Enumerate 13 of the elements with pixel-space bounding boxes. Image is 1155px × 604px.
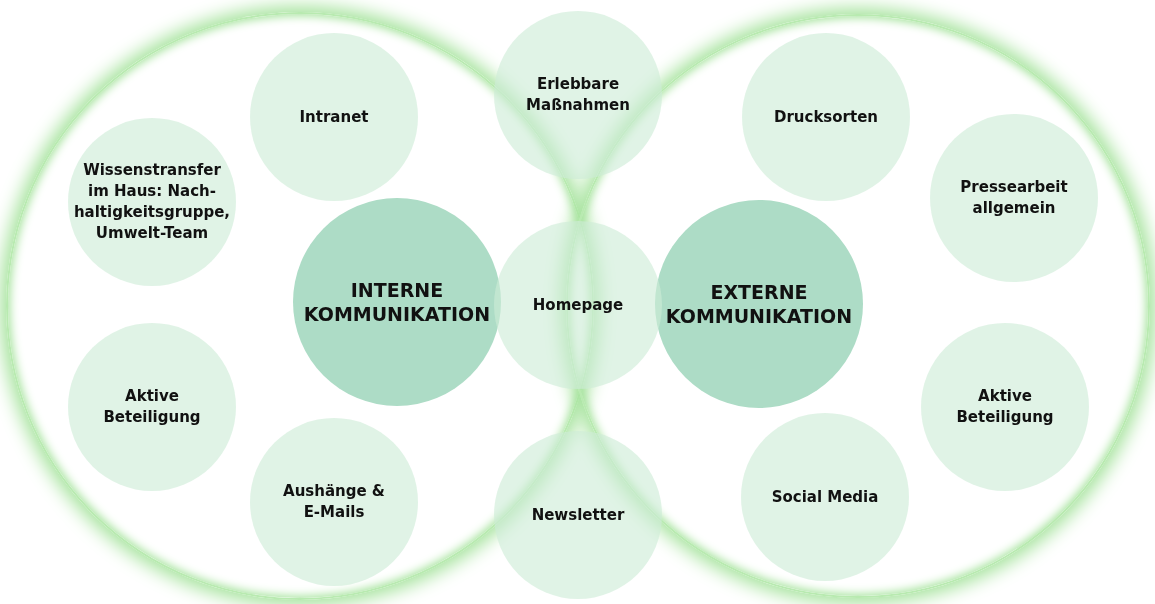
topic-label: Aktive Beteiligung [955,386,1055,428]
topic-label: Drucksorten [772,106,880,128]
topic-label: Aktive Beteiligung [102,386,202,428]
topic-label: Erlebbare Maßnahmen [525,74,631,116]
topic-label: Intranet [298,106,370,128]
topic-label: Wissenstransfer im Haus: Nach-haltigkeitsgruppe, Umwelt-Team [72,160,232,244]
topic-label: Social Media [770,486,880,508]
topic-heading: INTERNE KOMMUNIKATION [302,278,492,326]
topic-label: Newsletter [530,504,626,526]
topic-heading: EXTERNE KOMMUNIKATION [664,280,854,328]
topic-label: Aushänge & E-Mails [282,481,386,523]
topic-label: Pressearbeit allgemein [959,177,1069,219]
topic-label: Homepage [531,294,625,316]
